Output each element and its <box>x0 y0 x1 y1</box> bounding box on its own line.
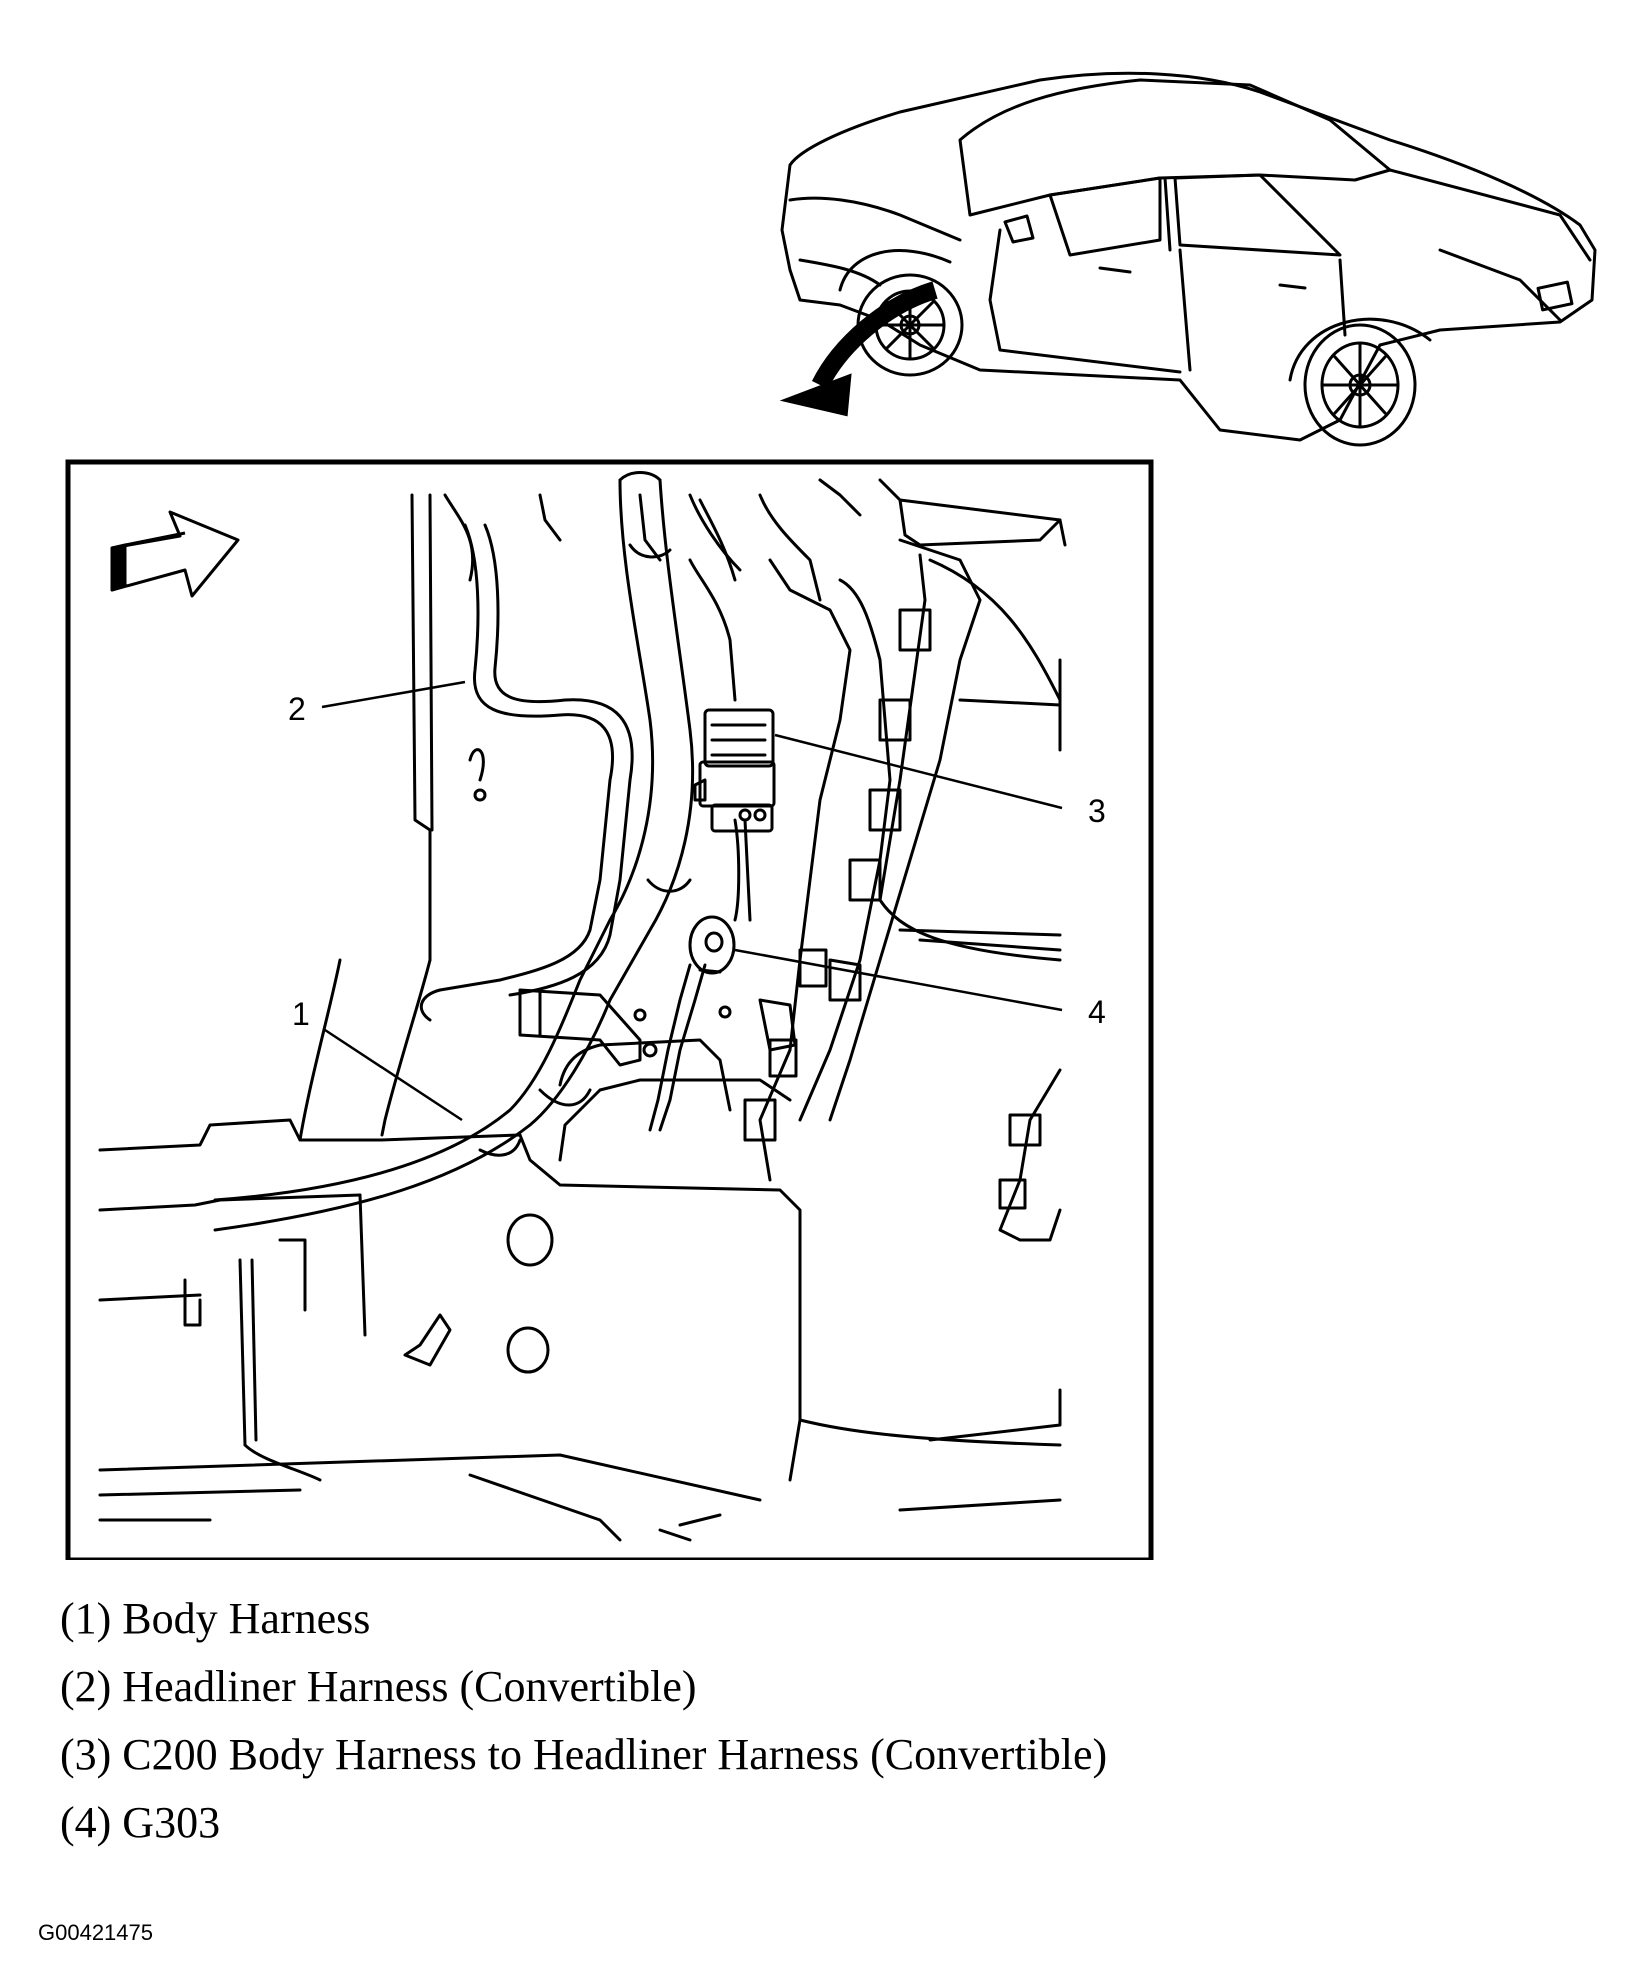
leader-line-4 <box>734 948 1063 1012</box>
vehicle-illustration <box>780 71 1597 447</box>
legend-item-g303-ground: (4) G303 <box>60 1798 221 1847</box>
forward-direction-arrow-icon <box>110 510 240 598</box>
curved-view-arrow-icon <box>779 281 938 417</box>
leader-line-1 <box>324 1028 463 1122</box>
callout-leaders <box>321 680 1063 1122</box>
leader-line-2 <box>321 680 466 709</box>
legend-item-headliner-harness: (2) Headliner Harness (Convertible) <box>60 1662 697 1711</box>
leader-line-3 <box>774 733 1063 810</box>
callout-number-2: 2 <box>288 691 306 727</box>
callout-number-3: 3 <box>1088 793 1106 829</box>
callout-number-1: 1 <box>292 996 310 1032</box>
detail-view-frame <box>65 459 1154 1560</box>
wiring-location-diagram: 1 2 3 4 <box>65 71 1597 1560</box>
callout-legend: (1) Body Harness (2) Headliner Harness (… <box>60 1585 1107 1857</box>
figure-id: G00421475 <box>38 1920 153 1945</box>
detail-view-illustration <box>98 471 1067 1542</box>
legend-item-body-harness: (1) Body Harness <box>60 1594 371 1643</box>
legend-item-c200-connector: (3) C200 Body Harness to Headliner Harne… <box>60 1730 1108 1779</box>
callout-number-4: 4 <box>1088 994 1106 1030</box>
